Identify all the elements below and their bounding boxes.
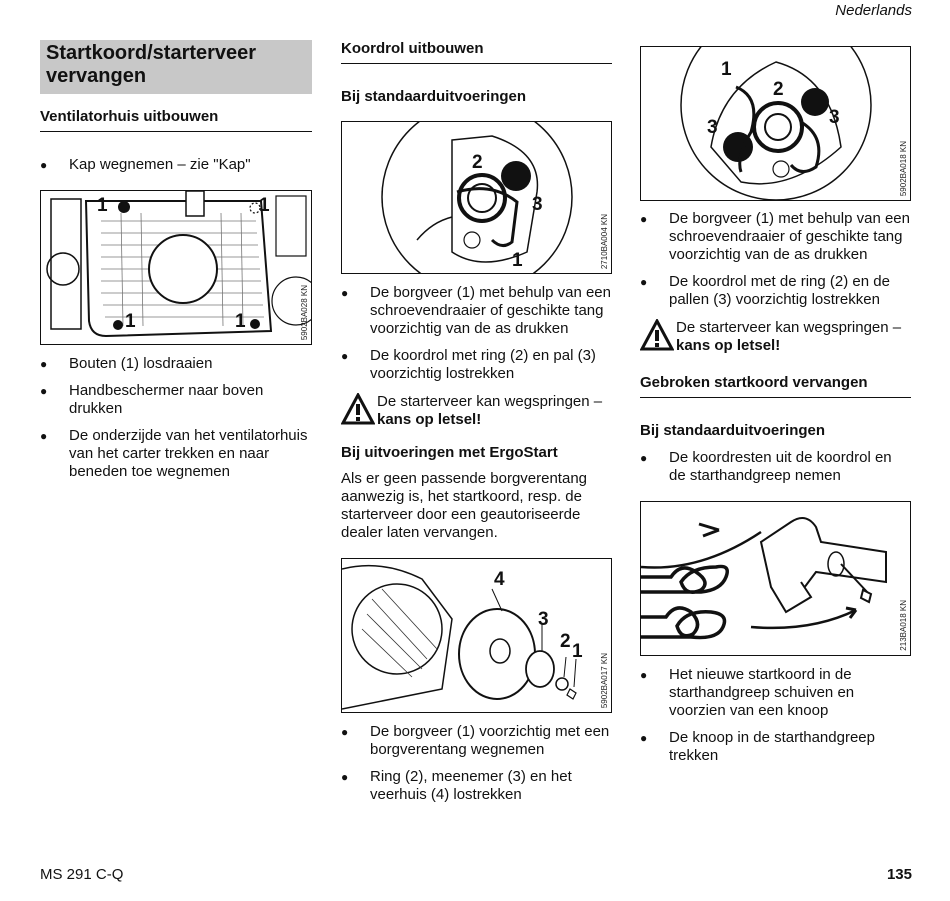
figure-starter-grip: 213BA018 KN (640, 501, 911, 656)
bullet-item: ● De borgveer (1) met behulp van een sch… (640, 210, 911, 264)
bullet-dot: ● (40, 357, 48, 371)
bullet-dot: ● (341, 286, 349, 300)
bullet-dot: ● (640, 451, 648, 465)
bullet-item: ● De borgveer (1) met behulp van een sch… (341, 284, 612, 338)
bullet-item: ● De borgveer (1) voorzichtig met een bo… (341, 723, 612, 759)
bullet-text: Het nieuwe startkoord in de starthandgre… (669, 666, 855, 719)
callout-1: 1 (721, 59, 732, 80)
callout-2: 2 (560, 631, 571, 652)
callout-1: 1 (235, 311, 246, 332)
bullet-item: ● De koordrol met de ring (2) en de pall… (640, 273, 911, 309)
bullet-text: De koordrol met ring (2) en pal (3) voor… (370, 347, 596, 382)
warning-notice: De starterveer kan wegspringen – kans op… (639, 317, 911, 356)
bullet-dot: ● (640, 731, 648, 745)
ergostart-paragraph: Als er geen passende borgverentang aanwe… (341, 470, 588, 541)
callout-1: 1 (125, 311, 136, 332)
column-1: Startkoord/starterveer vervangen Ventila… (40, 40, 312, 481)
figure-rope-rotor: 2 3 1 2710BA004 KN (341, 121, 612, 274)
bullet-text: Ring (2), meenemer (3) en het veerhuis (… (370, 768, 572, 803)
figure-code: 5902BA017 KN (600, 652, 609, 708)
callout-2: 2 (773, 79, 784, 100)
fan-housing-illustration (46, 191, 311, 338)
callout-3: 3 (707, 117, 718, 138)
warning-bold-text: kans op letsel! (377, 411, 482, 428)
warning-notice: De starterveer kan wegspringen – kans op… (340, 391, 612, 430)
bullet-text: Handbeschermer naar boven drukken (69, 382, 264, 417)
figure-rope-rotor-pawls: 1 2 3 3 5902BA018 KN (640, 46, 911, 201)
bullet-text: De borgveer (1) met behulp van een schro… (669, 210, 910, 263)
callout-3: 3 (829, 107, 840, 128)
rope-rotor-illustration (381, 122, 573, 273)
rope-rotor-pawls-illustration (680, 47, 872, 200)
section-heading-ventilatorhuis: Ventilatorhuis uitbouwen (40, 108, 312, 132)
bullet-text: De koordresten uit de koordrol en de sta… (669, 449, 892, 484)
bullet-text: De borgveer (1) met behulp van een schro… (370, 284, 611, 337)
bullet-text: De koordrol met de ring (2) en de pallen… (669, 273, 890, 308)
warning-bold-text: kans op letsel! (676, 337, 781, 354)
figure-code: 5902BA028 KN (300, 284, 309, 340)
warning-triangle-icon (340, 391, 377, 430)
figure-ergostart: 4 3 2 1 5902BA017 KN (341, 558, 612, 713)
bullet-dot: ● (40, 384, 48, 398)
bullet-item: ● Handbeschermer naar boven drukken (40, 382, 312, 418)
bullet-dot: ● (341, 349, 349, 363)
bullet-item: ● De koordresten uit de koordrol en de s… (640, 449, 911, 485)
bullet-item: ● Ring (2), meenemer (3) en het veerhuis… (341, 768, 612, 804)
bullet-item: ● De knoop in de starthandgreep trekken (640, 729, 911, 765)
figure-code: 2710BA004 KN (600, 213, 609, 269)
bullet-text: De knoop in de starthandgreep trekken (669, 729, 875, 764)
bullet-text: Bouten (1) losdraaien (69, 355, 213, 372)
warning-triangle-icon (639, 317, 676, 356)
subheading-standaard: Bij standaarduitvoeringen (341, 88, 527, 105)
warning-text: De starterveer kan wegspringen – kans op… (676, 319, 902, 354)
bullet-text: De borgveer (1) voorzichtig met een borg… (370, 723, 610, 758)
callout-1: 1 (259, 195, 270, 216)
ergostart-illustration (342, 564, 577, 710)
column-2: Koordrol uitbouwen Bij standaarduitvoeri… (340, 40, 612, 804)
section-heading-koordrol: Koordrol uitbouwen (341, 40, 612, 64)
footer-model: MS 291 C-Q (40, 866, 124, 883)
warning-text: De starterveer kan wegspringen – kans op… (377, 393, 603, 428)
bullet-text: De onderzijde van het ventilatorhuis van… (69, 427, 308, 480)
bullet-dot: ● (640, 275, 648, 289)
header-language: Nederlands (835, 2, 912, 19)
callout-3: 3 (538, 609, 549, 630)
bullet-dot: ● (40, 429, 48, 443)
page-number: 135 (886, 866, 912, 883)
figure-code: 213BA018 KN (899, 600, 908, 651)
subheading-standaard: Bij standaarduitvoeringen (640, 422, 826, 439)
bullet-item: ● De koordrol met ring (2) en pal (3) vo… (341, 347, 612, 383)
callout-1: 1 (512, 250, 523, 271)
bullet-text: Kap wegnemen – zie "Kap" (69, 156, 251, 173)
callout-1: 1 (572, 641, 583, 662)
column-3: 1 2 3 3 5902BA018 KN ● De borgveer (1) m… (639, 40, 911, 765)
callout-4: 4 (494, 569, 505, 590)
bullet-dot: ● (640, 212, 648, 226)
callout-1: 1 (97, 195, 108, 216)
bullet-dot: ● (341, 770, 349, 784)
chapter-title: Startkoord/starterveer vervangen (40, 40, 312, 94)
callout-3: 3 (532, 194, 543, 215)
bullet-item: ● Bouten (1) losdraaien (40, 355, 312, 373)
bullet-item: ● Het nieuwe startkoord in de starthandg… (640, 666, 911, 720)
figure-fan-housing: 1 1 1 1 5902BA028 KN (40, 190, 312, 345)
bullet-dot: ● (640, 668, 648, 682)
starter-grip-illustration (641, 517, 887, 640)
callout-2: 2 (472, 152, 483, 173)
bullet-item: ● De onderzijde van het ventilatorhuis v… (40, 427, 312, 481)
figure-code: 5902BA018 KN (899, 140, 908, 196)
bullet-dot: ● (341, 725, 349, 739)
bullet-item: ● Kap wegnemen – zie "Kap" (40, 156, 312, 174)
bullet-dot: ● (40, 158, 48, 172)
section-heading-gebroken-startkoord: Gebroken startkoord vervangen (640, 374, 911, 398)
subheading-ergostart: Bij uitvoeringen met ErgoStart (341, 444, 558, 461)
